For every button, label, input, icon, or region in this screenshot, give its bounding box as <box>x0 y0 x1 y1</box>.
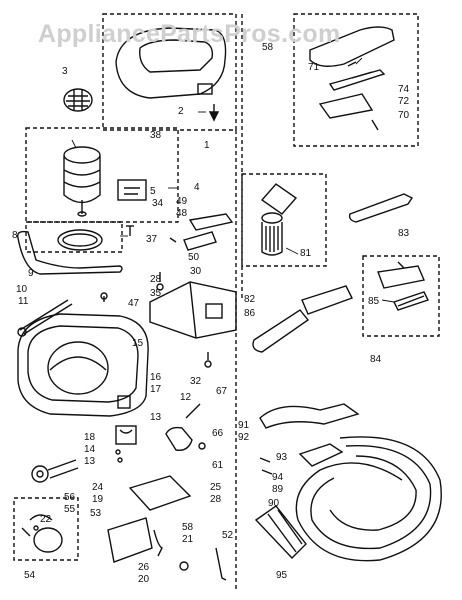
switch-assembly-part <box>117 179 147 236</box>
inset-box-top-cover <box>102 13 237 131</box>
hardware-screws <box>100 272 212 368</box>
wheel-part <box>31 459 79 483</box>
canister-body-part <box>17 313 149 417</box>
hose-connector-part <box>259 443 344 475</box>
hose-end-part <box>254 505 307 560</box>
crevice-tool-part <box>348 193 414 223</box>
leader-lines <box>71 57 395 303</box>
inset-box-filter-seal <box>25 221 123 253</box>
bracket-part <box>115 425 137 463</box>
inset-box-brush <box>241 173 327 267</box>
filter-seal-part <box>57 229 103 251</box>
cord-reel-part <box>21 514 63 553</box>
exhaust-filter-part <box>63 88 93 112</box>
inset-box-motor <box>25 127 179 223</box>
inset-box-upholstery <box>362 255 440 337</box>
inset-box-nozzle <box>293 13 419 147</box>
floor-nozzle-part <box>309 26 395 131</box>
hose-part <box>259 403 442 562</box>
inset-box-cord-reel <box>13 497 79 561</box>
hose-cuff-part <box>149 281 237 339</box>
latch-part <box>169 213 234 251</box>
mounting-plate-part <box>107 475 227 581</box>
dusting-brush-part <box>260 183 298 256</box>
wand-parts <box>252 285 353 353</box>
watermark: AppliancePartsPros.com <box>38 20 341 48</box>
gasket-part <box>17 230 123 275</box>
switch-part <box>165 403 206 451</box>
top-cover-part <box>115 27 227 122</box>
motor-part <box>63 146 101 217</box>
upholstery-tool-part <box>377 261 429 311</box>
